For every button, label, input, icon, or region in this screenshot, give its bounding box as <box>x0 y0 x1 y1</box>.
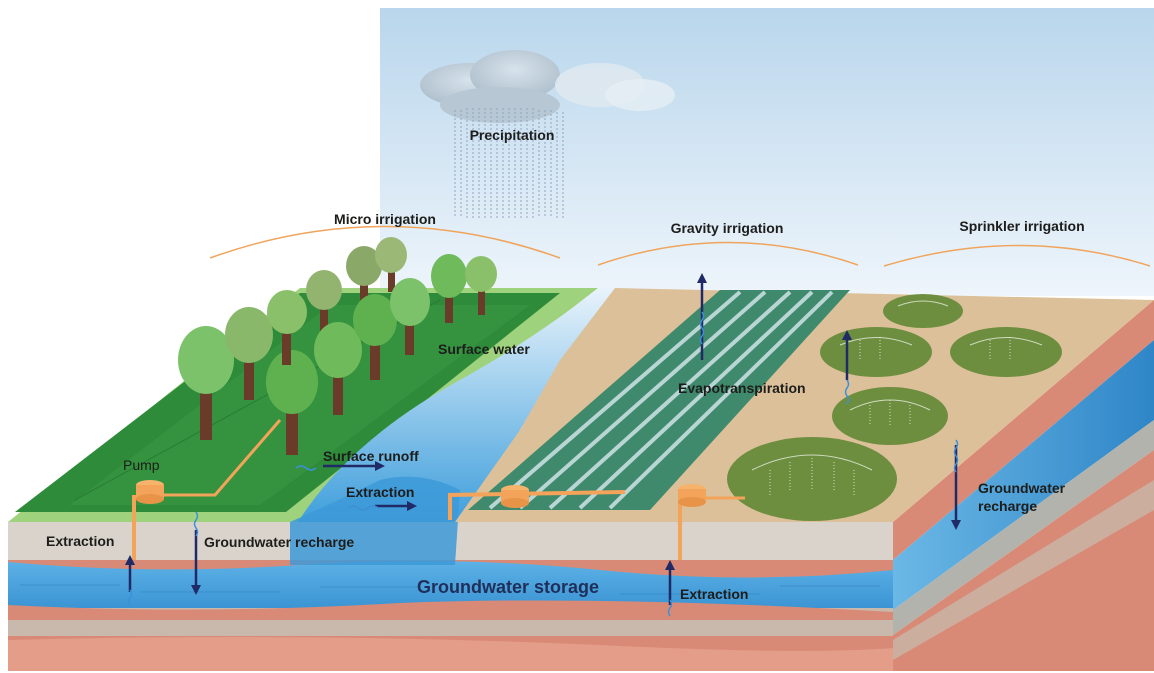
extraction-label-right: Extraction <box>680 586 748 602</box>
tree-icon <box>314 322 362 415</box>
orchard-trees <box>178 237 497 455</box>
tree-icon <box>225 307 273 400</box>
soil-side-face <box>893 300 1154 671</box>
precipitation-label: Precipitation <box>470 127 555 143</box>
pump-icon <box>136 480 164 504</box>
surface-water-label: Surface water <box>438 341 530 357</box>
micro-irrigation-label: Micro irrigation <box>334 211 436 227</box>
sky-background <box>380 8 1154 296</box>
rain-icon <box>454 108 564 218</box>
groundwater-storage-label: Groundwater storage <box>417 577 599 597</box>
cloud-icon <box>420 50 675 123</box>
tree-icon <box>178 326 234 440</box>
sprinkler-irrigation-label: Sprinkler irrigation <box>959 218 1084 234</box>
pump-icon <box>678 484 706 507</box>
extraction-label-mid: Extraction <box>346 484 414 500</box>
pump-icon <box>501 485 529 508</box>
zone-arcs <box>209 225 1151 267</box>
groundwater-recharge-label-right-1: Groundwater <box>978 480 1066 496</box>
tree-icon <box>346 246 382 310</box>
groundwater-recharge-label-left: Groundwater recharge <box>204 534 354 550</box>
wavy-water-marks <box>127 311 959 617</box>
surface-runoff-label: Surface runoff <box>323 448 419 464</box>
tree-icon <box>306 270 342 338</box>
tree-icon <box>266 350 318 455</box>
tree-icon <box>390 278 430 355</box>
pump-label: Pump <box>123 457 160 473</box>
tree-icon <box>267 290 307 365</box>
sprinkler-fields <box>727 294 1062 521</box>
tree-icon <box>375 237 407 292</box>
tree-icon <box>431 254 467 323</box>
sprinkler-arc <box>883 244 1151 267</box>
tree-icon <box>465 256 497 315</box>
extraction-label-left: Extraction <box>46 533 114 549</box>
gravity-arc <box>597 241 859 266</box>
tree-icon <box>353 294 397 380</box>
evapotranspiration-label: Evapotranspiration <box>678 380 806 396</box>
groundwater-recharge-label-right-2: recharge <box>978 498 1037 514</box>
micro-arc <box>209 225 561 259</box>
gravity-irrigation-label: Gravity irrigation <box>671 220 784 236</box>
